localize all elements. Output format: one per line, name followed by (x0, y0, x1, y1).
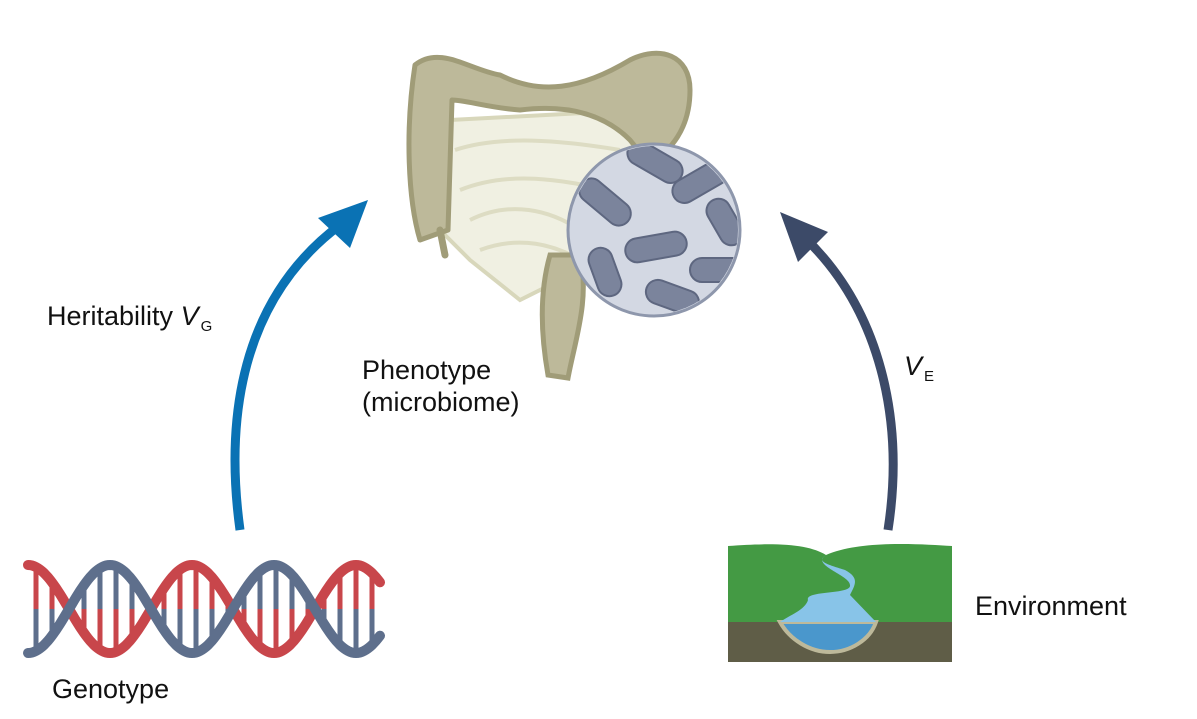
vg-symbol: V (180, 301, 199, 331)
colon-illustration (406, 50, 693, 381)
phenotype-label: Phenotype (microbiome) (362, 354, 520, 419)
heritability-text: Heritability (47, 301, 174, 331)
ve-subscript: E (924, 368, 935, 385)
heritability-arrow (230, 200, 368, 531)
dna-strand-red (23, 559, 385, 659)
dna-helix-icon (23, 559, 385, 659)
genotype-label: Genotype (52, 674, 170, 704)
phenotype-line1: Phenotype (362, 355, 492, 385)
phenotype-line2: (microbiome) (362, 387, 520, 418)
dna-strand-blue (23, 559, 385, 659)
microbiome-magnifier (566, 142, 742, 318)
environment-arrow (780, 212, 898, 531)
river-landscape-icon (728, 543, 952, 662)
environment-label: Environment (975, 591, 1127, 621)
ve-symbol: V (904, 351, 923, 381)
vg-subscript: G (200, 318, 213, 335)
